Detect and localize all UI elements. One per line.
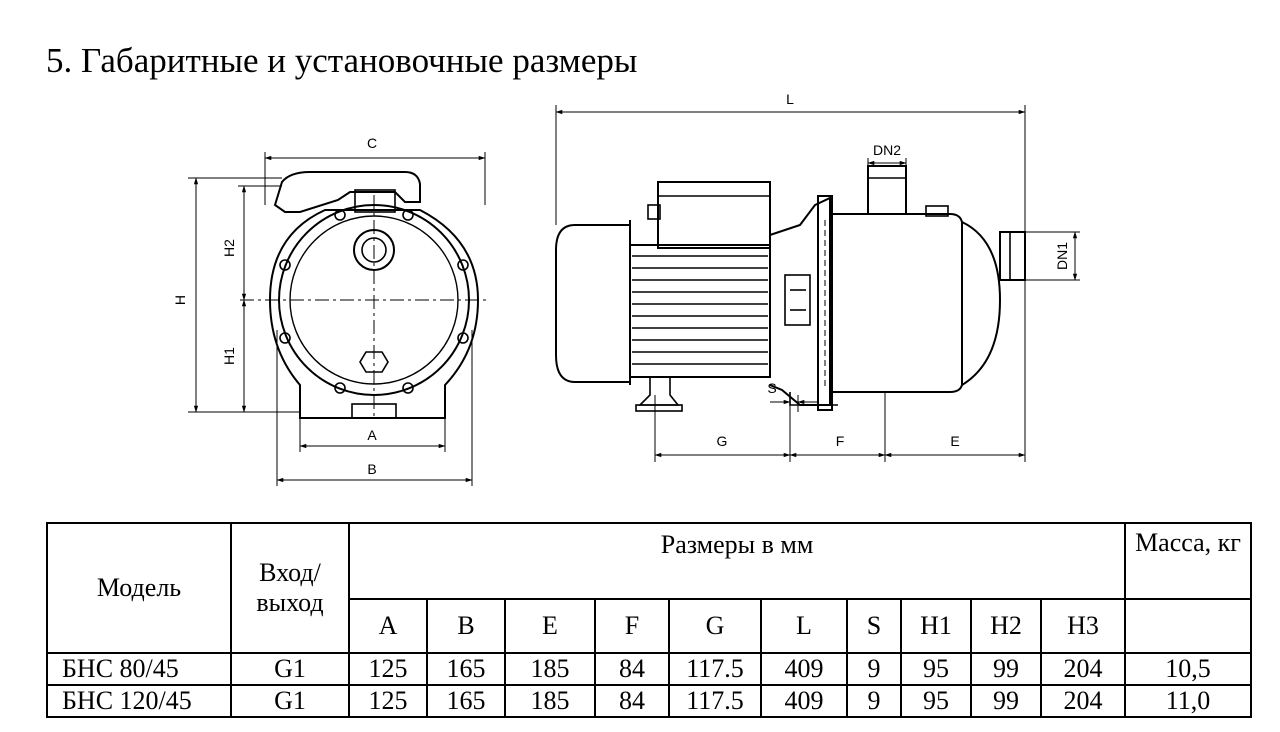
col-header: H3 [1039,598,1127,654]
cell-value: 185 [504,684,596,718]
col-header: L [760,598,848,654]
cell-value: 125 [348,652,428,686]
cell-value: 185 [504,652,596,686]
cell-value: 117.5 [668,652,762,686]
cell-value: 99 [970,684,1042,718]
header-mass: Масса, кг [1124,522,1253,600]
cell-value: 409 [760,684,848,718]
side-view [555,165,1026,412]
label-C: C [367,135,377,151]
col-header: H1 [900,598,972,654]
cell-io: G1 [230,684,350,718]
cell-value: 204 [1039,684,1127,718]
cell-model: БНС 120/45 [46,684,232,718]
front-view [240,171,490,420]
cell-model: БНС 80/45 [46,652,232,686]
side-view-dimensions [555,105,1080,462]
table-row: БНС 80/45 G1 125 165 185 84 117.5 409 9 … [46,652,1253,686]
label-DN2: DN2 [873,142,901,158]
col-header: H2 [970,598,1042,654]
cell-value: 409 [760,652,848,686]
cell-value: 125 [348,684,428,718]
pump-dimension-drawing: C H H2 H1 A B [172,91,1080,486]
cell-value: 84 [594,684,670,718]
front-view-dimensions [188,152,486,486]
cell-value: 165 [426,652,506,686]
cell-mass: 10,5 [1124,652,1253,686]
front-view-labels: C H H2 H1 A B [172,135,377,477]
label-B: B [367,461,376,477]
label-F: F [836,433,845,449]
col-header: B [426,598,506,654]
cell-value: 84 [594,652,670,686]
side-view-labels: L DN2 DN1 S G F E [717,91,1070,449]
header-io-text: Вход/ выход [256,558,324,617]
mass-subheader [1124,598,1253,654]
cell-value: 204 [1039,652,1127,686]
cell-mass: 11,0 [1124,684,1253,718]
cell-value: 99 [970,652,1042,686]
label-G: G [717,433,728,449]
dimensions-table: Модель Вход/ выход Размеры в мм Масса, к… [46,522,1253,718]
cell-value: 95 [900,652,972,686]
cell-value: 9 [846,684,902,718]
label-A: A [367,427,377,443]
label-H2: H2 [221,239,237,257]
label-DN1: DN1 [1054,242,1070,270]
col-header: E [504,598,596,654]
label-E: E [950,433,959,449]
cell-value: 117.5 [668,684,762,718]
header-model: Модель [46,522,232,654]
cell-value: 165 [426,684,506,718]
cell-value: 95 [900,684,972,718]
label-H: H [172,295,188,305]
label-H1: H1 [221,347,237,365]
header-dimensions: Размеры в мм [347,522,1127,600]
label-L: L [786,91,794,107]
cell-value: 9 [846,652,902,686]
col-header: S [846,598,902,654]
section-title: 5. Габаритные и установочные размеры [46,41,638,81]
col-header: F [594,598,670,654]
label-S: S [767,380,776,396]
cell-io: G1 [230,652,350,686]
col-header: G [668,598,762,654]
col-header: A [348,598,428,654]
header-io: Вход/ выход [230,522,350,654]
table-row: БНС 120/45 G1 125 165 185 84 117.5 409 9… [46,684,1253,718]
